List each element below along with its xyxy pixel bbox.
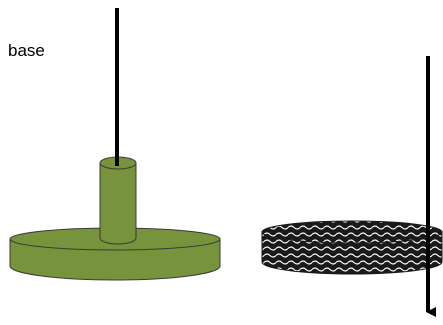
base-assembly — [9, 8, 221, 281]
patterned-disk-top — [261, 220, 443, 244]
base-cylinder-body — [99, 162, 137, 245]
base-label: base — [8, 41, 45, 60]
base-disk-body — [9, 238, 221, 281]
patterned-disk-body — [261, 231, 443, 275]
base-rod — [115, 8, 119, 166]
disk-assembly — [261, 56, 443, 317]
